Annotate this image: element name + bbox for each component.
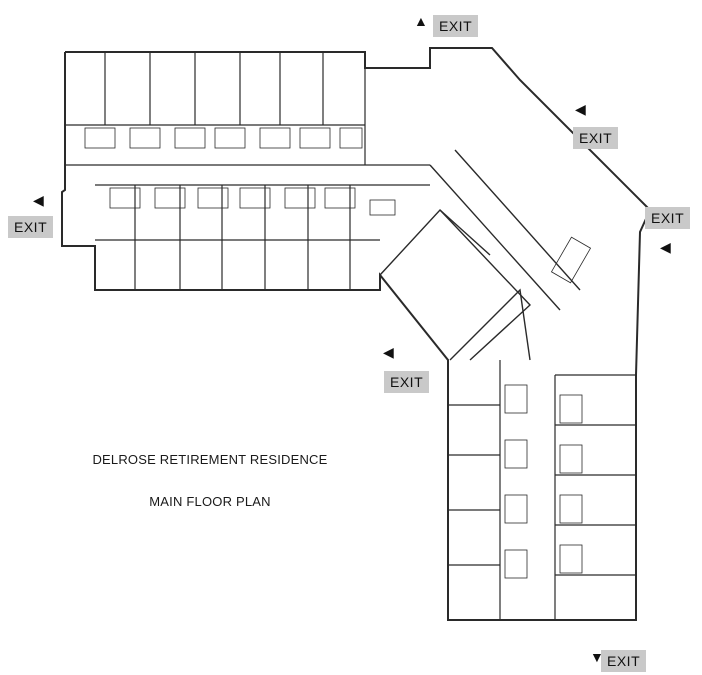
arrow-icon: ▲: [414, 13, 428, 29]
arrow-icon: ◀: [660, 239, 671, 255]
exit-label-upper-right: EXIT: [573, 127, 619, 149]
arrow-icon: ◀: [383, 344, 394, 360]
plan-subtitle: MAIN FLOOR PLAN: [149, 494, 271, 509]
plan-title: DELROSE RETIREMENT RESIDENCE: [92, 452, 328, 467]
exit-label-right: EXIT: [645, 207, 691, 229]
arrow-icon: ◀: [575, 101, 586, 117]
exit-label-bottom: EXIT: [601, 650, 647, 672]
exit-label-left: EXIT: [8, 216, 54, 238]
exit-label-middle: EXIT: [384, 371, 430, 393]
exit-label-top: EXIT: [433, 15, 479, 37]
arrow-icon: ◀: [33, 192, 44, 208]
building-outline: [61, 47, 652, 621]
arrow-icon: ▼: [590, 649, 604, 665]
